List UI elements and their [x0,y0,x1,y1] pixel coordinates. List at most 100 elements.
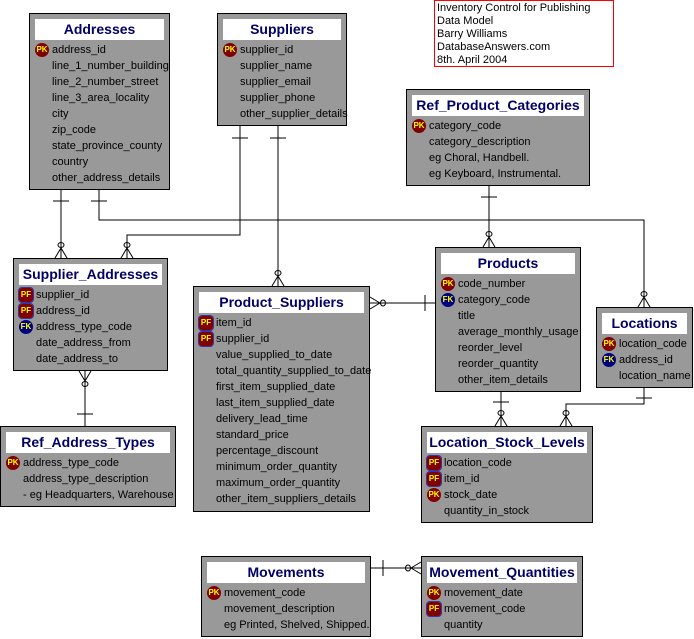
attribute-name: location_code [619,338,687,350]
attribute-row: standard_price [194,427,369,443]
entity-title: Ref_Product_Categories [412,95,584,116]
attribute-name: reorder_level [458,342,523,354]
attribute-name: city [52,108,69,120]
attribute-name: address_id [52,44,106,56]
attribute-row: eg Printed, Shelved, Shipped. [202,617,370,633]
many-marker [54,247,68,259]
attribute-name: movement_code [444,603,526,615]
entity-title: Ref_Address_Types [6,432,170,453]
attribute-name: eg Printed, Shelved, Shipped. [224,619,370,631]
attribute-row: minimum_order_quantity [194,459,369,475]
pk-key-icon: PK [427,488,441,502]
optional-marker [485,231,493,237]
attribute-row: state_province_county [30,138,169,154]
fk-key-icon: FK [602,353,616,367]
attribute-row: delivery_lead_time [194,411,369,427]
attribute-row: movement_description [202,601,370,617]
relationship-line [98,190,645,307]
attribute-name: category_code [458,294,531,306]
attribute-name: minimum_order_quantity [216,461,338,473]
attribute-name: other_item_details [458,374,548,386]
attribute-row: line_2_number_street [30,74,169,90]
attribute-name: item_id [216,317,252,329]
entity-title: Product_Suppliers [199,292,364,313]
pf-key-icon: PF [198,315,214,331]
pk-key-icon: PK [35,43,49,57]
optional-marker [497,410,505,416]
attribute-row: address_type_description [1,471,175,487]
attribute-name: date_address_to [36,353,118,365]
attribute-name: average_monthly_usage [458,326,579,338]
attribute-name: location_code [444,457,512,469]
fk-key-icon: FK [19,320,33,334]
entity-title: Location_Stock_Levels [427,432,587,453]
attribute-row: eg Keyboard, Instrumental. [407,166,589,182]
optional-marker [57,242,65,248]
attribute-name: movement_description [224,603,335,615]
attribute-row: supplier_phone [218,90,346,106]
attribute-row: last_item_supplied_date [194,395,369,411]
pf-key-icon: PF [426,471,442,487]
pk-key-icon: PK [207,586,221,600]
attribute-row: total_quantity_supplied_to_date [194,363,371,379]
note-line: Barry Williams [437,28,508,40]
entity-title: Addresses [35,19,164,40]
many-marker [482,236,496,248]
attribute-name: supplier_phone [240,92,316,104]
attribute-name: address_type_description [23,473,149,485]
optional-marker [562,410,570,416]
attribute-row: other_supplier_details [218,106,348,122]
attribute-name: movement_code [224,587,306,599]
attribute-row: category_description [407,134,589,150]
attribute-name: location_name [619,370,691,382]
many-marker [271,275,285,287]
optional-marker [274,270,282,276]
attribute-name: first_item_supplied_date [216,381,336,393]
attribute-row: date_address_to [14,351,167,367]
attribute-name: supplier_id [216,333,270,345]
attribute-name: address_type_code [36,321,133,333]
entity-title: Suppliers [223,19,341,40]
many-marker [120,247,134,259]
many-marker [494,415,508,427]
attribute-name: address_id [36,305,90,317]
pf-key-icon: PF [426,455,442,471]
attribute-name: category_description [429,136,531,148]
attribute-name: percentage_discount [216,445,319,457]
optional-marker [380,299,386,307]
diagram-info-note: Inventory Control for Publishing Data Mo… [434,0,614,67]
attribute-name: delivery_lead_time [216,413,308,425]
attribute-name: supplier_email [240,76,311,88]
entity-title: Products [441,253,575,274]
attribute-name: quantity [444,619,483,631]
attribute-row: value_supplied_to_date [194,347,369,363]
pk-key-icon: PK [223,43,237,57]
attribute-name: supplier_name [240,60,313,72]
attribute-name: - eg Headquarters, Warehouse [23,489,174,501]
attribute-name: standard_price [216,429,289,441]
attribute-row: supplier_email [218,74,346,90]
